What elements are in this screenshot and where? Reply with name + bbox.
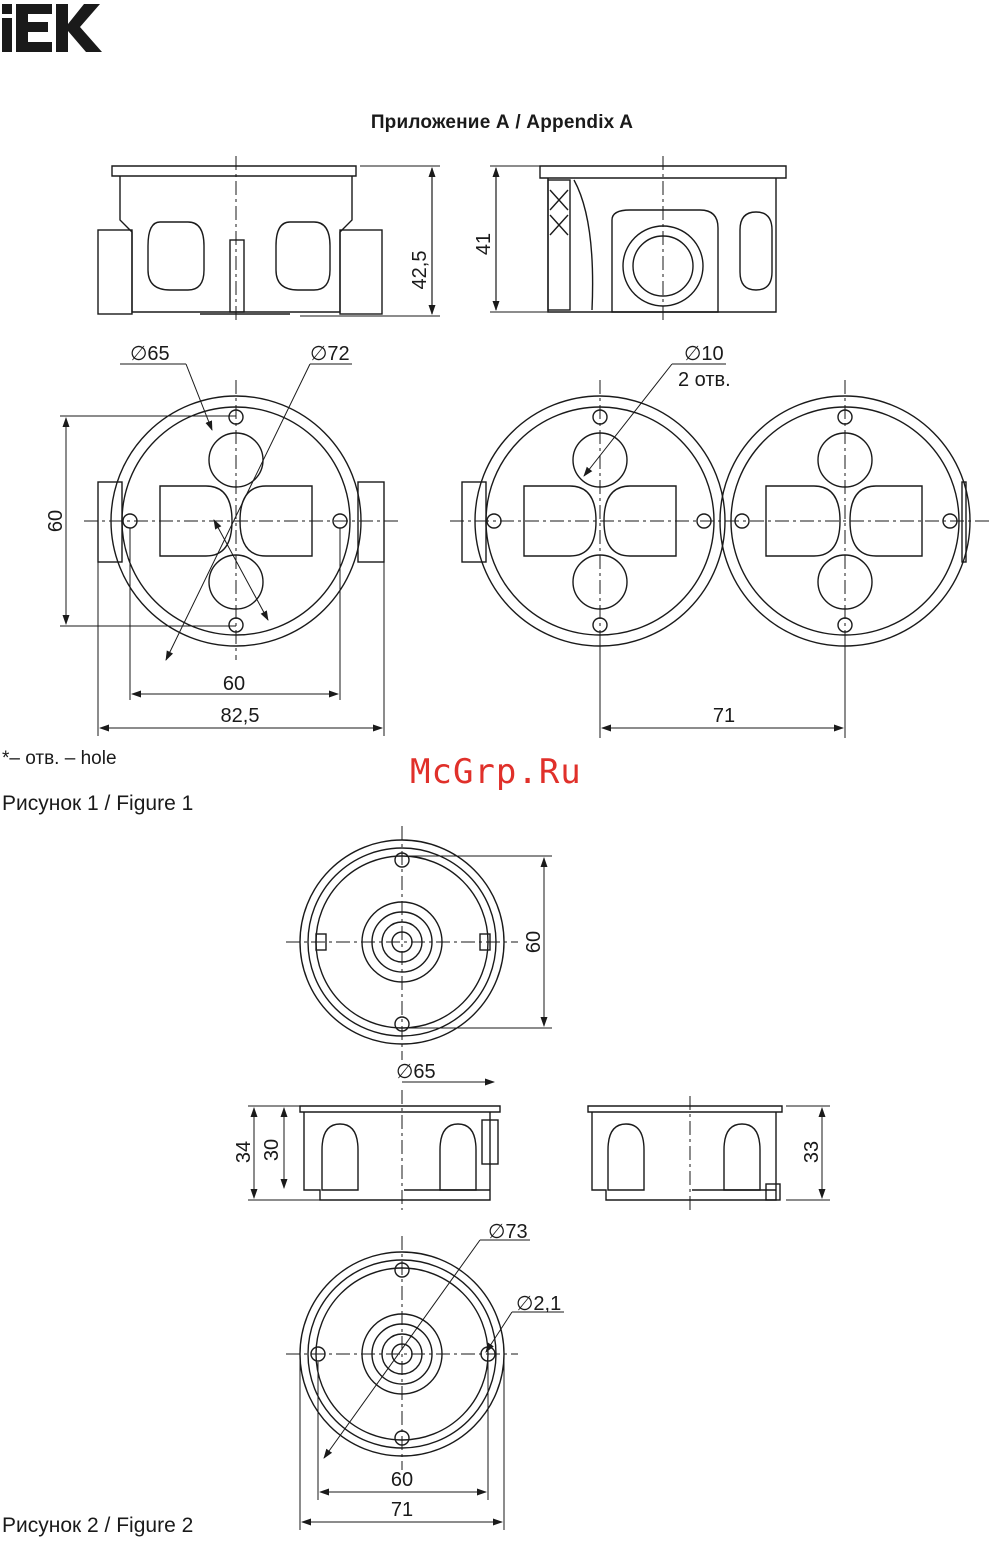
fig2-dim-diameter-2-1: ∅2,1 bbox=[516, 1293, 561, 1315]
figure-2-caption: Рисунок 2 / Figure 2 bbox=[2, 1514, 193, 1538]
fig1-side-view-double bbox=[490, 166, 786, 312]
dim-width-82-5: 82,5 bbox=[221, 705, 260, 727]
dim-pitch-71: 71 bbox=[713, 705, 735, 727]
dim-height-42-5: 42,5 bbox=[409, 251, 431, 290]
fig2-dim-30: 30 bbox=[261, 1139, 283, 1161]
watermark: McGrp.Ru bbox=[410, 752, 582, 792]
dim-diameter-10: ∅10 bbox=[684, 343, 724, 365]
dim-side-60: 60 bbox=[45, 510, 67, 532]
dim-diameter-65: ∅65 bbox=[130, 343, 170, 365]
dim-mount-60: 60 bbox=[223, 673, 245, 695]
fig2-dim-diameter-73: ∅73 bbox=[488, 1221, 528, 1243]
fig2-dim-diameter-65: ∅65 bbox=[396, 1061, 436, 1083]
fig2-dim-mount-60: 60 bbox=[391, 1469, 413, 1491]
fig2-dim-34: 34 bbox=[233, 1141, 255, 1163]
dim-diameter-72: ∅72 bbox=[310, 343, 350, 365]
hole-note: *– отв. – hole bbox=[2, 748, 117, 770]
fig2-dim-33: 33 bbox=[801, 1141, 823, 1163]
dim-height-41: 41 bbox=[473, 233, 495, 255]
fig1-dimensions-double bbox=[584, 364, 845, 738]
fig2-side-view-1 bbox=[248, 1082, 500, 1200]
fig2-side-view-2 bbox=[588, 1106, 830, 1200]
fig2-dim-width-71: 71 bbox=[391, 1499, 413, 1521]
figure-1-caption: Рисунок 1 / Figure 1 bbox=[2, 792, 193, 816]
dim-holes-count: 2 отв. bbox=[678, 369, 731, 391]
fig2-dim-60: 60 bbox=[523, 931, 545, 953]
fig1-side-view-single bbox=[98, 166, 440, 316]
